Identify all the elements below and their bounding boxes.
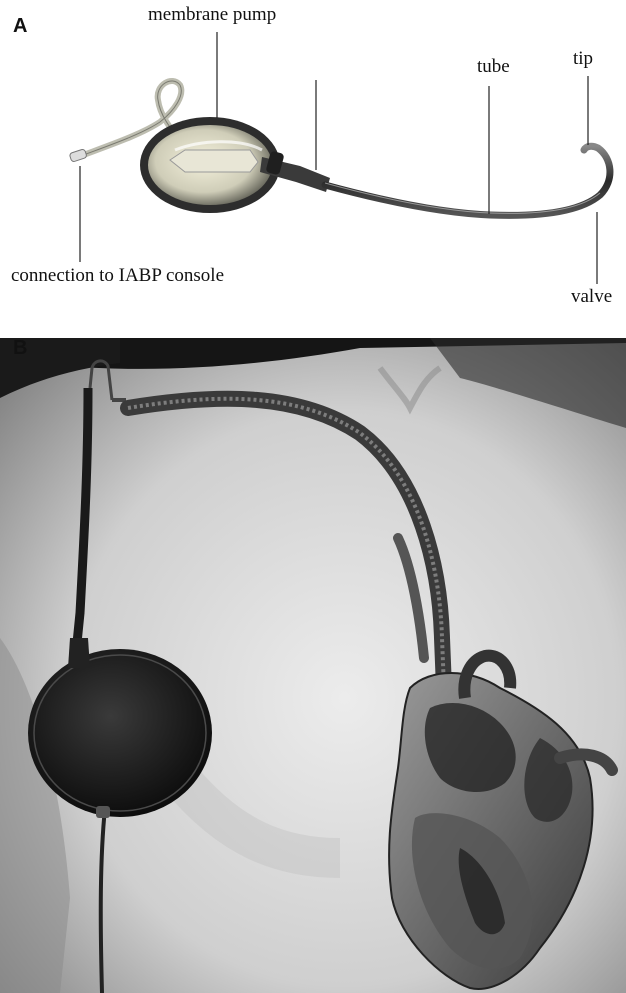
- label-membrane-pump: membrane pump: [148, 4, 276, 26]
- chest-illustration: [0, 338, 626, 993]
- panel-a-device-diagram: A membrane pump tube tip connection to I…: [0, 0, 626, 320]
- panel-letter-b: B: [13, 337, 27, 360]
- label-connection: connection to IABP console: [11, 265, 224, 287]
- label-valve: valve: [571, 286, 612, 308]
- implanted-pump-disc: [28, 649, 212, 817]
- tube-shape: [325, 146, 610, 215]
- label-tip: tip: [573, 48, 593, 70]
- panel-b-implant-illustration: B: [0, 338, 626, 993]
- label-tube: tube: [477, 56, 510, 78]
- connector-end: [69, 149, 87, 163]
- panel-letter-a: A: [13, 15, 27, 38]
